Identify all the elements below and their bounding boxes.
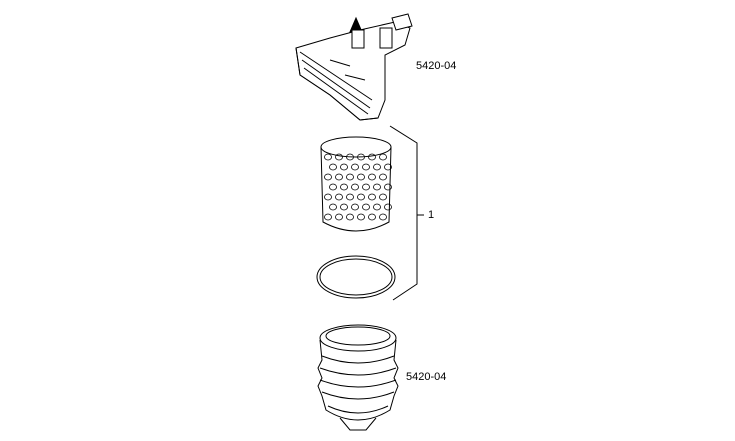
filter-head-part-number: 5420-04 xyxy=(416,60,457,72)
perforation-hole xyxy=(373,183,381,191)
filter-head-drawing xyxy=(295,13,413,121)
perforation-hole xyxy=(379,213,387,221)
perforation-hole xyxy=(351,163,359,171)
perforation-hole xyxy=(384,163,392,171)
filter-element-drawing xyxy=(320,136,392,232)
perforation-hole xyxy=(324,173,332,181)
perforation-hole xyxy=(357,213,365,221)
perforation-hole xyxy=(340,203,348,211)
perforation-hole xyxy=(362,183,370,191)
perforation-hole xyxy=(357,173,365,181)
perforation-hole xyxy=(340,183,348,191)
perforation-hole xyxy=(373,163,381,171)
filter-element-kit-callout: 1 xyxy=(428,209,435,221)
perforation-hole xyxy=(368,173,376,181)
perforation-hole xyxy=(384,203,392,211)
perforation-hole xyxy=(335,213,343,221)
perforation-hole xyxy=(373,203,381,211)
perforation-hole xyxy=(379,153,387,161)
perforation-hole xyxy=(324,193,332,201)
perforation-hole xyxy=(368,153,376,161)
perforation-hole xyxy=(346,213,354,221)
perforation-hole xyxy=(368,213,376,221)
perforation-hole xyxy=(368,193,376,201)
perforation-hole xyxy=(335,173,343,181)
bracket-line xyxy=(389,125,424,301)
perforation-hole xyxy=(379,173,387,181)
perforation-hole xyxy=(324,213,332,221)
perforation-hole xyxy=(335,193,343,201)
o-ring-drawing xyxy=(316,255,396,299)
perforation-hole xyxy=(379,193,387,201)
filter-bowl-part-number: 5420-04 xyxy=(406,371,447,383)
perforation-hole xyxy=(357,193,365,201)
perforation-hole xyxy=(351,203,359,211)
perforation-hole xyxy=(351,183,359,191)
filter-bowl-drawing xyxy=(317,324,399,431)
perforation-hole xyxy=(384,183,392,191)
perforation-hole xyxy=(324,153,332,161)
perforation-hole xyxy=(329,203,337,211)
perforation-hole xyxy=(335,153,343,161)
perforation-hole xyxy=(346,193,354,201)
perforation-hole xyxy=(346,153,354,161)
perforation-hole xyxy=(329,163,337,171)
perforation-hole xyxy=(362,163,370,171)
perforation-hole xyxy=(357,153,365,161)
perforation-hole xyxy=(329,183,337,191)
perforation-hole xyxy=(340,163,348,171)
perforation-hole xyxy=(346,173,354,181)
perforation-hole xyxy=(362,203,370,211)
